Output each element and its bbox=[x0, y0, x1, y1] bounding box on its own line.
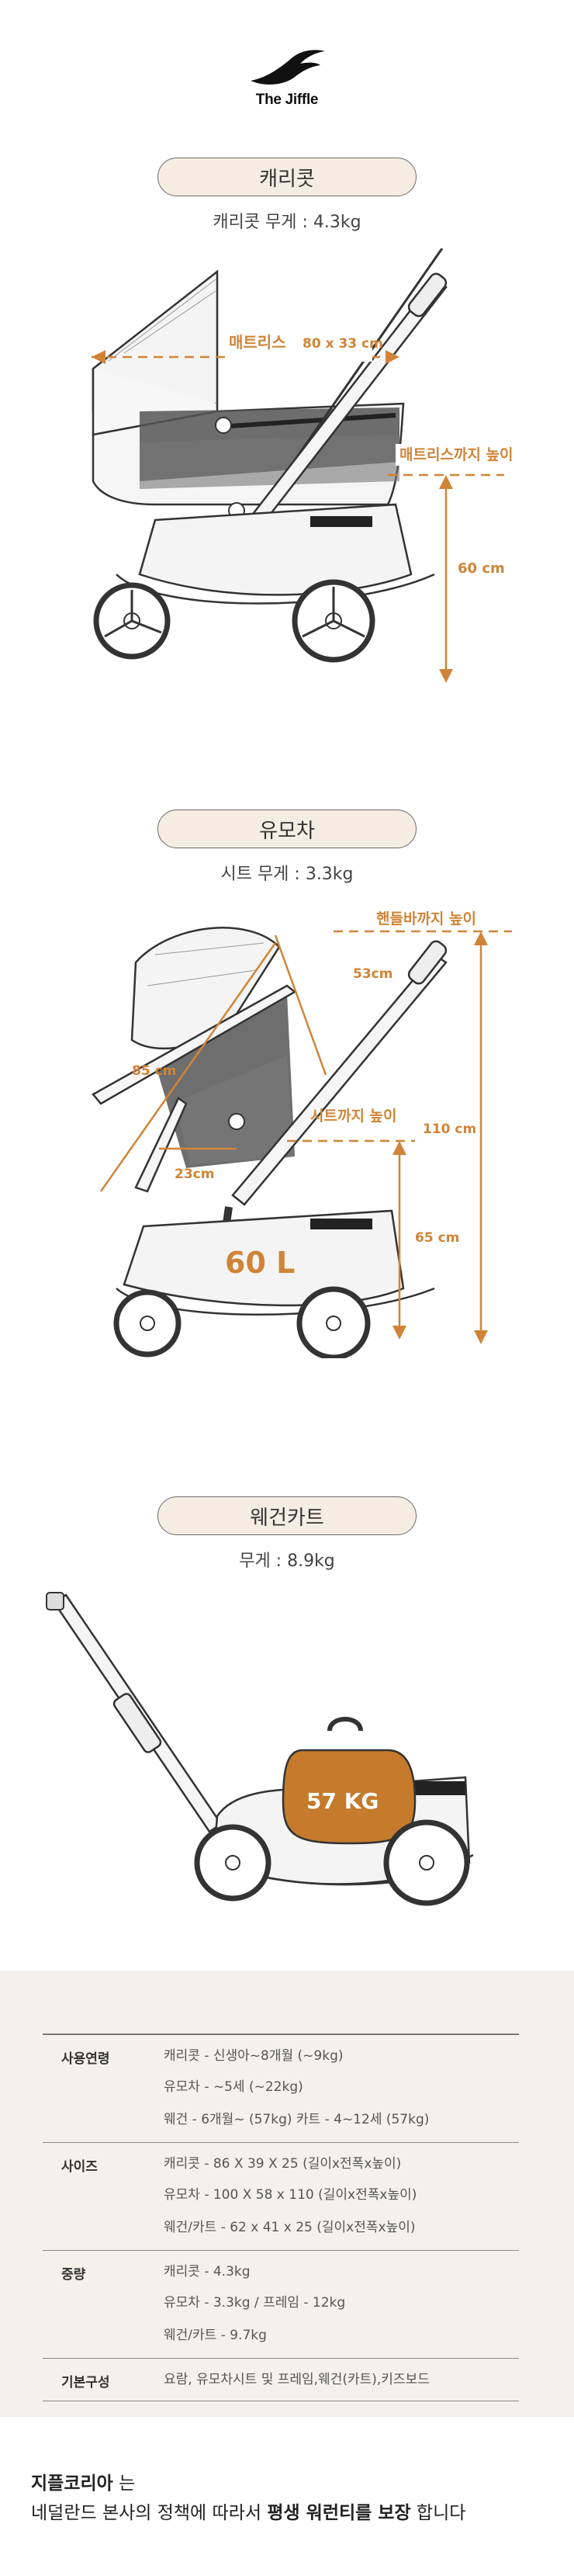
spec-value: 웨건 - 6개월~ (57kg) 카트 - 4~12세 (57kg) bbox=[164, 2112, 430, 2127]
section-title-carrycot: 캐리콧 bbox=[157, 158, 417, 196]
stroller-weight: 시트 무게 : 3.3kg bbox=[220, 865, 354, 884]
spec-row-weight: 중량 캐리콧 - 4.3kg 유모차 - 3.3kg / 프레임 - 12kg … bbox=[43, 2250, 519, 2358]
section-title-stroller: 유모차 bbox=[157, 810, 417, 848]
mattress-dims: 80 x 33 cm bbox=[303, 336, 383, 352]
jiffle-swoosh-icon bbox=[251, 50, 325, 85]
wagon-weight: 무게 : 8.9kg bbox=[239, 1551, 335, 1571]
carrycot-weight: 캐리콧 무게 : 4.3kg bbox=[213, 213, 361, 232]
brand-logo: The Jiffle bbox=[0, 47, 574, 109]
spec-key: 사용연령 bbox=[61, 2051, 110, 2067]
spec-row-size: 사이즈 캐리콧 - 86 X 39 X 25 (길이x전폭x높이) 유모차 - … bbox=[43, 2142, 519, 2250]
spec-value: 웨건/카트 - 9.7kg bbox=[164, 2328, 267, 2343]
spec-key: 기본구성 bbox=[61, 2375, 110, 2391]
spec-value: 요람, 유모차시트 및 프레임,웨건(카트),키즈보드 bbox=[164, 2372, 430, 2387]
wagon-illustration: 57 KG bbox=[46, 1592, 474, 1906]
seat-height-value: 65 cm bbox=[415, 1230, 459, 1246]
spec-value: 웨건/카트 - 62 x 41 x 25 (길이x전폭x높이) bbox=[164, 2220, 416, 2235]
stroller-illustration: 60 L 핸들바까지 높이 110 cm 53cm 85 cm 23cm 시트까… bbox=[92, 910, 512, 1358]
spec-key: 사이즈 bbox=[61, 2159, 98, 2175]
brand-name: The Jiffle bbox=[255, 92, 319, 108]
spec-key: 중량 bbox=[61, 2267, 86, 2283]
mattress-height-label: 매트리스까지 높이 bbox=[399, 446, 513, 463]
spec-row-contents: 기본구성 요람, 유모차시트 및 프레임,웨건(카트),키즈보드 bbox=[43, 2358, 519, 2401]
spec-row-age: 사용연령 캐리콧 - 신생아~8개월 (~9kg) 유모차 - ~5세 (~22… bbox=[43, 2033, 519, 2142]
wagon-load-label: 57 KG bbox=[306, 1788, 379, 1814]
capacity-label: 60 L bbox=[225, 1246, 295, 1280]
dim-53: 53cm bbox=[353, 966, 392, 982]
warranty-notice: 지플코리아 는 네덜란드 본사의 정책에 따라서 평생 워런티를 보장 합니다 bbox=[31, 2469, 465, 2528]
spec-value: 캐리콧 - 4.3kg bbox=[164, 2264, 251, 2280]
mattress-label: 매트리스 bbox=[229, 333, 286, 352]
warranty-line1-suffix: 는 bbox=[112, 2474, 136, 2494]
warranty-highlight: 평생 워런티를 보장 bbox=[267, 2503, 411, 2523]
spec-table: 사용연령 캐리콧 - 신생아~8개월 (~9kg) 유모차 - ~5세 (~22… bbox=[43, 2033, 519, 2401]
spec-section bbox=[0, 1971, 574, 2417]
warranty-line2-suffix: 합니다 bbox=[410, 2503, 466, 2523]
carrycot-illustration: 매트리스 80 x 33 cm 매트리스까지 높이 60 cm bbox=[92, 248, 535, 683]
handle-height-value: 110 cm bbox=[423, 1122, 476, 1137]
spec-value: 유모차 - 100 X 58 x 110 (길이x전폭x높이) bbox=[164, 2187, 417, 2203]
spec-value: 유모차 - ~5세 (~22kg) bbox=[164, 2079, 303, 2095]
handle-height-label: 핸들바까지 높이 bbox=[376, 910, 476, 927]
warranty-brand: 지플코리아 bbox=[31, 2474, 113, 2494]
section-title-wagon: 웨건카트 bbox=[157, 1496, 417, 1535]
dim-85: 85 cm bbox=[132, 1063, 176, 1079]
spec-value: 캐리콧 - 86 X 39 X 25 (길이x전폭x높이) bbox=[164, 2156, 402, 2172]
dim-23: 23cm bbox=[175, 1167, 214, 1182]
warranty-line2-prefix: 네덜란드 본사의 정책에 따라서 bbox=[31, 2503, 268, 2523]
spec-value: 캐리콧 - 신생아~8개월 (~9kg) bbox=[164, 2048, 344, 2064]
seat-height-label: 시트까지 높이 bbox=[310, 1108, 397, 1125]
spec-value: 유모차 - 3.3kg / 프레임 - 12kg bbox=[164, 2295, 346, 2311]
mattress-height-value: 60 cm bbox=[458, 560, 505, 577]
